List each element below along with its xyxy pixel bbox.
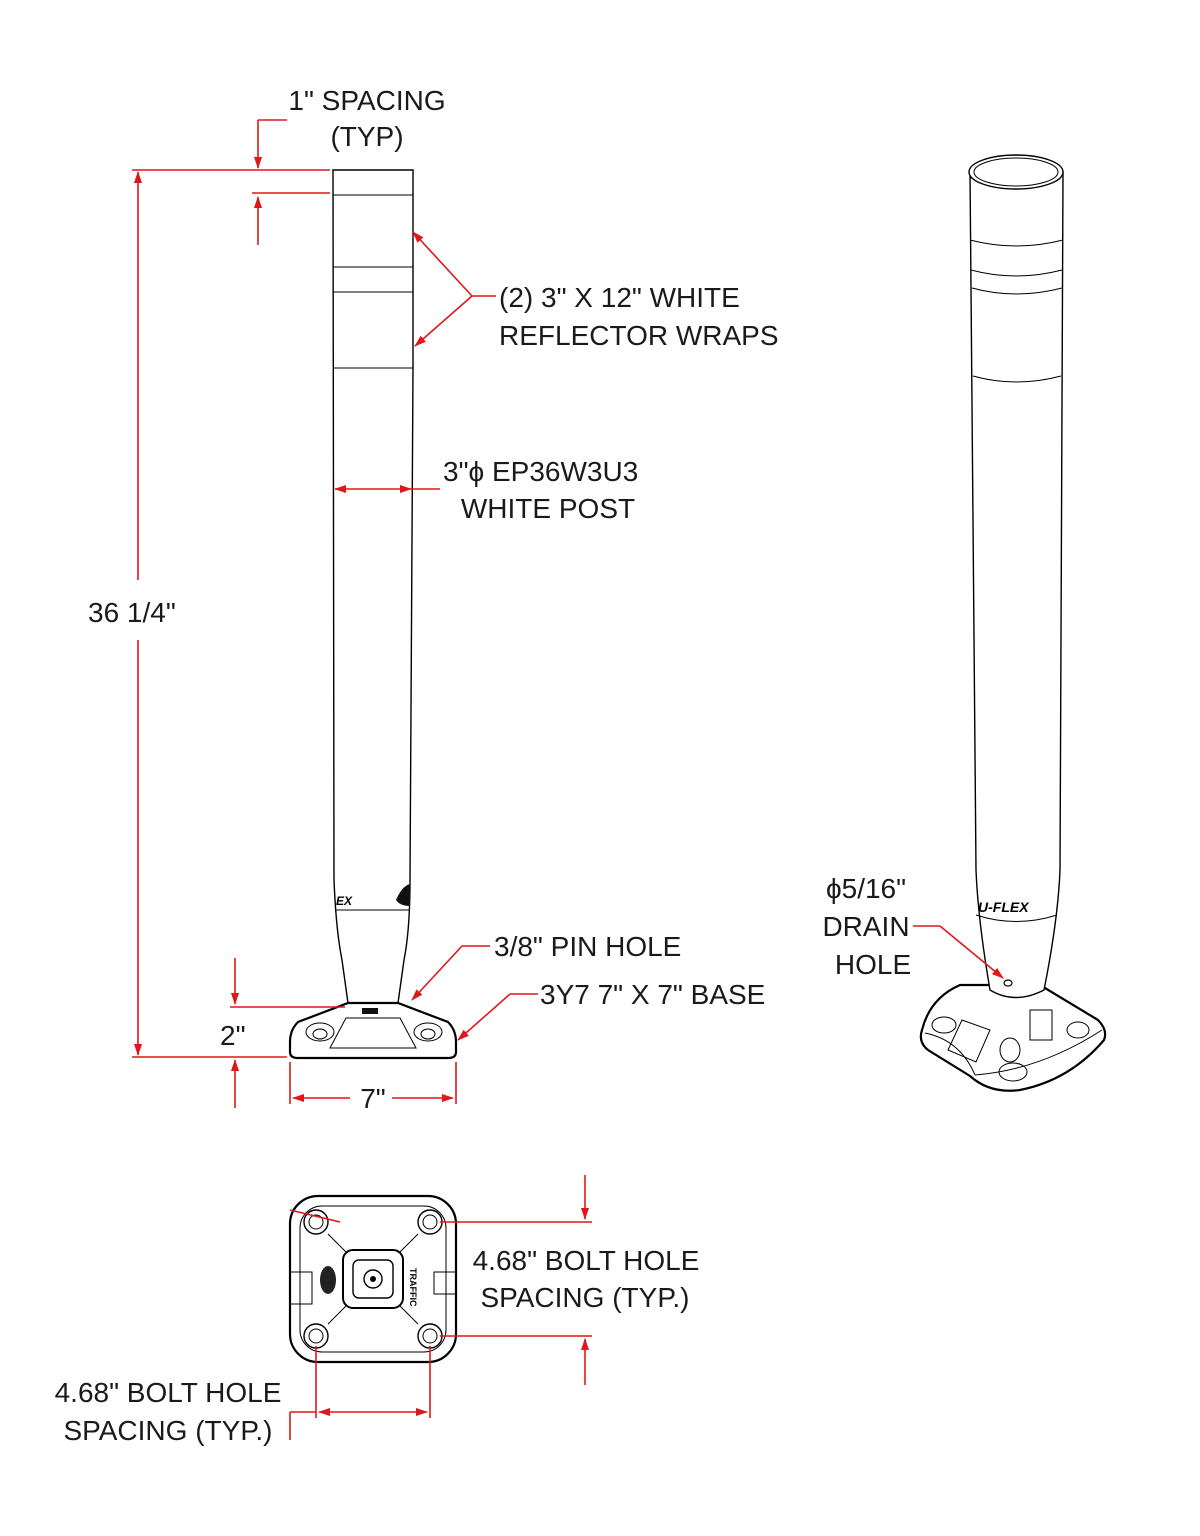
isometric-view-post: U-FLEX [919, 154, 1107, 1092]
wraps-label-line1: (2) 3" X 12" WHITE [499, 282, 740, 313]
front-view-post: EX [288, 169, 458, 1060]
bolt-bottom-label-line1: 4.68" BOLT HOLE [55, 1377, 282, 1408]
base-width-label: 7" [360, 1083, 386, 1114]
drain-hole [1003, 979, 1013, 987]
isometric-dimensions [913, 925, 1004, 979]
wraps-label-line2: REFLECTOR WRAPS [499, 320, 779, 351]
bolt-right-label-line2: SPACING (TYP.) [480, 1282, 689, 1313]
isometric-base [919, 983, 1107, 1092]
pin-hole-label: 3/8" PIN HOLE [494, 931, 681, 962]
front-view-dimensions [132, 119, 538, 1108]
height-label: 36 1/4" [88, 597, 176, 628]
post-label-line2: WHITE POST [461, 493, 635, 524]
bottom-view-dimensions [289, 1175, 592, 1440]
base-label: 3Y7 7" X 7" BASE [540, 979, 765, 1010]
spacing-label-line2: (TYP) [330, 121, 403, 152]
brand-logo: U-FLEX [978, 899, 1030, 915]
drain-label-line2: DRAIN [822, 911, 909, 942]
spacing-label-line1: 1" SPACING [288, 85, 445, 116]
drain-label-line3: HOLE [835, 949, 911, 980]
bottom-view-base: TRAFFIC [288, 1194, 458, 1364]
post-label-line1: 3"ϕ EP36W3U3 [443, 456, 638, 487]
bolt-bottom-label-line2: SPACING (TYP.) [63, 1415, 272, 1446]
post-logo-mark: EX [336, 894, 353, 908]
drain-label-line1: ϕ5/16" [826, 873, 906, 904]
bolt-right-label-line1: 4.68" BOLT HOLE [473, 1245, 700, 1276]
base-height-label: 2" [220, 1020, 246, 1051]
annotation-labels: 1" SPACING (TYP) (2) 3" X 12" WHITE REFL… [55, 85, 912, 1446]
traffic-marking: TRAFFIC [408, 1268, 418, 1307]
